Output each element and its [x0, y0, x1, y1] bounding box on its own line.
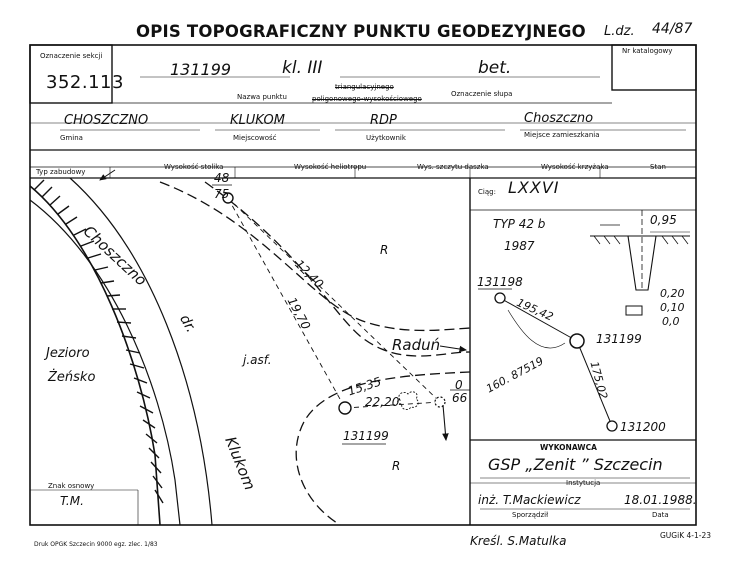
pt-top-sub: 75	[214, 187, 230, 201]
gmina-hw: CHOSZCZNO	[64, 113, 149, 128]
ldz-value: 44/87	[652, 21, 693, 37]
znak-osnowy-label: Znak osnowy	[48, 482, 95, 490]
col-typ-zabudowy: Typ zabudowy	[36, 168, 86, 176]
pt-right-sub: 66	[452, 391, 468, 405]
point-type1: triangulacyjnego	[335, 83, 394, 91]
wykonawca-label: WYKONAWCA	[540, 443, 597, 452]
road-radun: Raduń	[392, 336, 441, 354]
gmina-label: Gmina	[60, 134, 83, 142]
zamieszkanie-hw: Choszczno	[524, 111, 594, 126]
post-type-hw: bet.	[478, 58, 512, 78]
miejscowosc-hw: KLUKOM	[230, 113, 285, 128]
pt-top-value: 48	[214, 171, 230, 185]
col-wys-krzyzaka: Wysokość krzyżaka	[541, 163, 609, 171]
form-code: GUGiK 4-1-23	[660, 531, 711, 540]
catalog-label: Nr katalogowy	[622, 47, 673, 55]
print-info: Druk OPGK Szczecin 9000 egz. zlec. 1/83	[34, 541, 158, 548]
main-point-label: 131199	[343, 429, 389, 443]
sporzadzil-label: Sporządził	[512, 511, 549, 519]
col-wys-heliotropu: Wysokość heliotropu	[294, 163, 367, 171]
surface-label: j.asf.	[243, 353, 272, 367]
uzytkownik-hw: RDP	[370, 113, 397, 128]
depth-value: 0,95	[650, 213, 677, 227]
height-2: 0,10	[660, 301, 685, 314]
data-hw: 18.01.1988.	[624, 493, 697, 507]
traverse-point-3: 131200	[620, 420, 666, 434]
monument-type: TYP 42 b	[493, 217, 546, 231]
distance-4: 22,20	[365, 395, 400, 409]
point-name-hw: 131199	[170, 60, 232, 79]
section-number: 352.113	[46, 72, 124, 93]
kreslil: Kreśl. S.Matulka	[470, 534, 567, 548]
traverse-point-2: 131199	[596, 332, 642, 346]
point-name-label: Nazwa punktu	[237, 93, 287, 101]
pt-right-value: 0	[455, 378, 463, 392]
uzytkownik-label: Użytkownik	[366, 134, 406, 142]
map-drawing	[29, 169, 471, 526]
post-label: Oznaczenie słupa	[451, 90, 513, 98]
monument-year: 1987	[504, 239, 535, 253]
height-3: 0,0	[662, 315, 680, 328]
col-wys-stolika: Wysokość stolika	[164, 163, 224, 171]
instytucja-hw: GSP „Zenit ” Szczecin	[488, 455, 663, 474]
point-class-hw: kl. III	[282, 58, 323, 78]
col-wys-daszka: Wys. szczytu daszka	[417, 163, 489, 171]
data-label: Data	[652, 511, 669, 519]
section-label: Oznaczenie sekcji	[40, 52, 103, 60]
height-1: 0,20	[660, 287, 685, 300]
instytucja-label: Instytucja	[566, 479, 601, 487]
land-use-r2: R	[392, 459, 401, 473]
lake-name-1: Jezioro	[46, 346, 90, 361]
point-type2: poligonowego-wysokościowego	[312, 95, 422, 103]
ciag-label: Ciąg:	[478, 188, 496, 196]
lake-name-2: Żeńsko	[48, 370, 96, 385]
sporzadzil-hw: inż. T.Mackiewicz	[478, 493, 581, 507]
land-use-r1: R	[380, 243, 389, 257]
document-title: OPIS TOPOGRAFICZNY PUNKTU GEODEZYJNEGO	[136, 22, 586, 41]
miejscowosc-label: Miejscowość	[233, 134, 277, 142]
ldz-label: L.dz.	[604, 24, 635, 39]
ciag-value: LXXVI	[508, 178, 560, 197]
zamieszkanie-label: Miejsce zamieszkania	[524, 131, 600, 139]
point-sketch	[478, 210, 690, 432]
znak-osnowy-value: T.M.	[60, 494, 84, 508]
col-stan: Stan	[650, 163, 666, 171]
traverse-point-1: 131198	[477, 275, 523, 289]
